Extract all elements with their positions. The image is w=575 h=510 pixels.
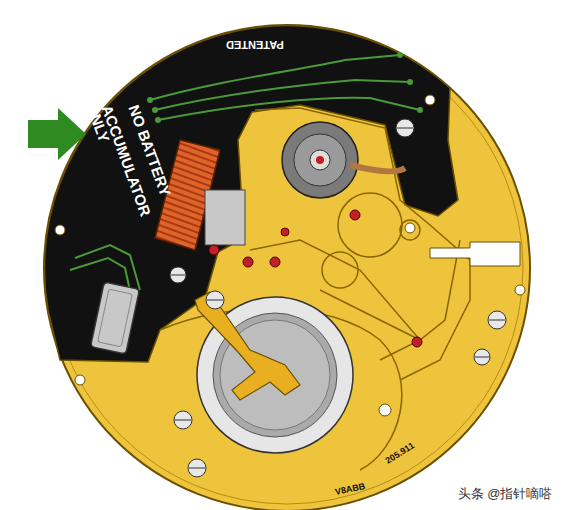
gold-parts	[160, 108, 470, 470]
board-marking: PATENTED	[226, 39, 284, 50]
circuit-traces	[70, 55, 420, 300]
plate-holes	[55, 95, 525, 416]
pointer-arrow	[28, 108, 86, 160]
jewels	[209, 210, 422, 347]
stem-slot	[430, 242, 520, 266]
main-plate	[44, 25, 530, 510]
stepper-motor	[282, 122, 405, 198]
screws	[170, 119, 506, 477]
coil-core	[205, 190, 245, 245]
quartz-crystal	[91, 282, 140, 354]
accumulator	[195, 292, 353, 453]
trace-pads	[147, 52, 423, 123]
watermark: 头条 @指针嘀嗒	[458, 487, 553, 500]
